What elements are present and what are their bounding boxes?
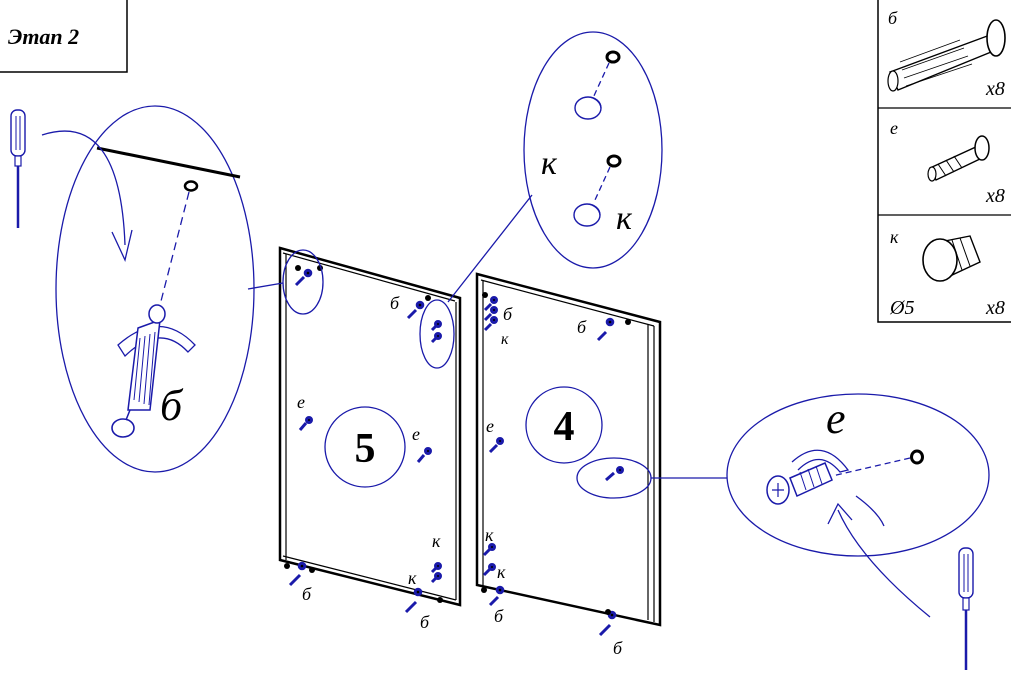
- cap-plug-icon: [922, 235, 981, 282]
- stage-title: Этап 2: [8, 24, 79, 49]
- panel-4-label-k-top-left: к: [501, 331, 509, 348]
- panel-5-fittings: [288, 268, 442, 614]
- panel-5-label-k-1: к: [432, 531, 441, 551]
- hardware-legend: б x8 е x8 к: [877, 0, 1011, 323]
- legend-qty-b: x8: [985, 78, 1005, 100]
- panel-5-callout-top-right: [419, 299, 455, 369]
- detail-k-label-2: к: [616, 200, 633, 237]
- panel-5-number: 5: [355, 426, 376, 472]
- panel-4-label-b-bottom-left: б: [494, 606, 504, 626]
- legend-code-b: б: [888, 8, 898, 28]
- panel-4-label-k-2: к: [497, 562, 506, 582]
- detail-k-label-1: к: [541, 145, 558, 182]
- panel-4-number: 4: [554, 404, 575, 450]
- legend-row-k: к Ø5 x8: [889, 227, 1005, 319]
- legend-code-k: к: [890, 227, 899, 247]
- detail-view-b: б: [41, 105, 255, 473]
- stage-title-box: Этап 2: [0, 0, 128, 73]
- panel-5-callout-top-left: [282, 249, 324, 315]
- panel-5-label-b-top: б: [390, 293, 400, 313]
- panel-5-label-b-bottom-left: б: [302, 584, 312, 604]
- panel-4: 4 б к б е к к б б: [475, 272, 662, 658]
- legend-row-e: е x8: [890, 118, 1005, 207]
- legend-code-e: е: [890, 118, 898, 138]
- detail-view-k: к к: [523, 31, 663, 269]
- panel-4-label-k-1: к: [485, 525, 494, 545]
- panel-5: 5 б е е к к б б: [278, 246, 462, 632]
- detail-e-label: е: [826, 394, 846, 443]
- eccentric-screw-icon: [927, 135, 990, 182]
- panel-4-label-e-left: е: [486, 416, 494, 436]
- detail-view-e: е: [726, 393, 990, 618]
- screwdriver-icon-right: [958, 547, 974, 670]
- panel-4-label-b-top-left: б: [503, 304, 513, 324]
- legend-row-b: б x8: [887, 8, 1006, 100]
- panel-4-fittings: [482, 296, 624, 637]
- cam-bolt-icon: [887, 19, 1006, 92]
- screwdriver-icon-left: [10, 109, 26, 228]
- legend-qty-k: x8: [985, 297, 1005, 319]
- panel-4-label-b-bottom-right: б: [613, 638, 623, 658]
- panel-5-label-e-right: е: [412, 424, 420, 444]
- panel-5-label-e-left: е: [297, 392, 305, 412]
- detail-b-label: б: [160, 381, 184, 430]
- panel-4-number-circle: [525, 386, 603, 464]
- panel-4-label-b-top-right: б: [577, 317, 587, 337]
- legend-diameter-k: Ø5: [889, 297, 914, 319]
- panel-5-label-k-2: к: [408, 568, 417, 588]
- panel-5-label-b-bottom-right: б: [420, 612, 430, 632]
- legend-qty-e: x8: [985, 185, 1005, 207]
- panel-5-number-circle: [324, 406, 406, 488]
